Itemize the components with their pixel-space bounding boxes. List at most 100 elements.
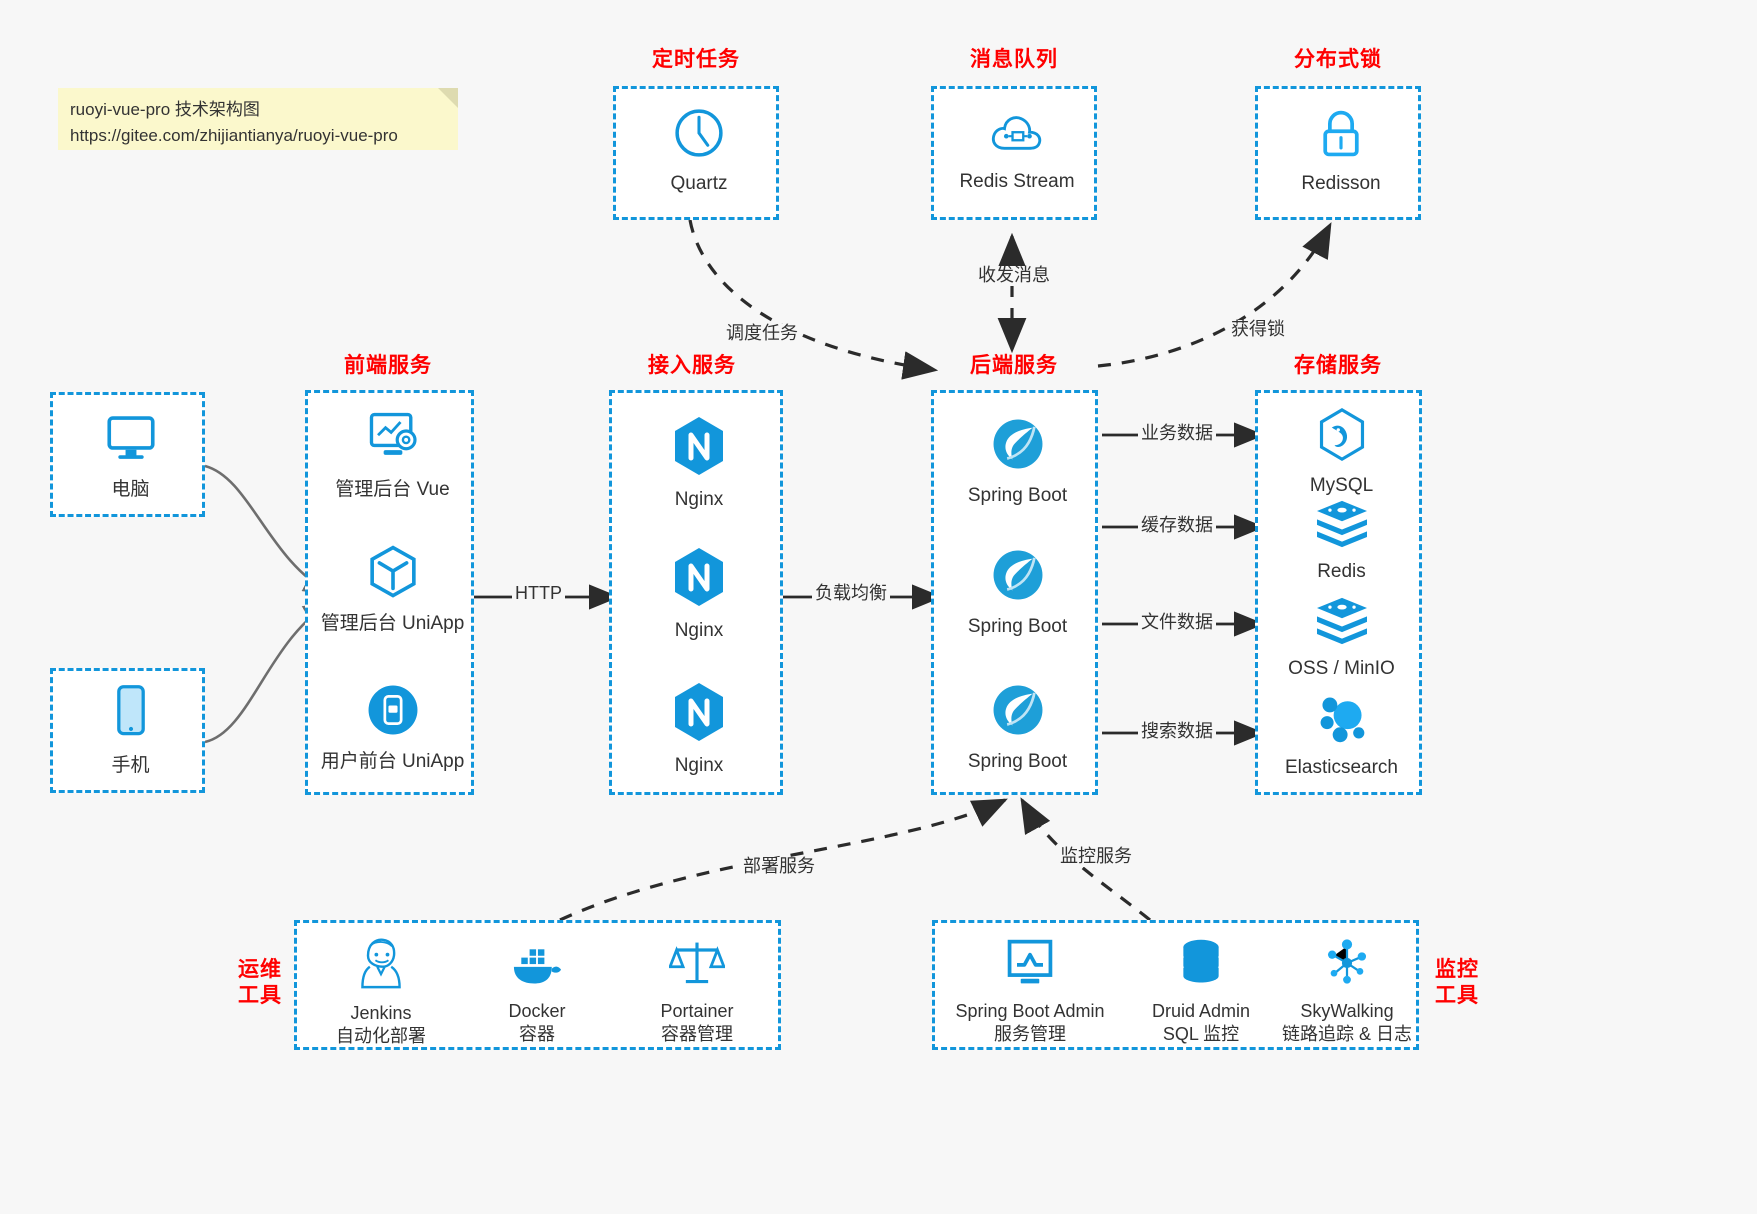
node-elasticsearch: Elasticsearch <box>1258 691 1425 780</box>
edge-label-http: HTTP <box>512 583 565 604</box>
node-admin-vue-label: 管理后台 Vue <box>335 479 450 500</box>
node-mysql-label: MySQL <box>1309 475 1374 496</box>
node-oss-minio: OSS / MinIO <box>1258 596 1425 681</box>
group-title-storage: 存储服务 <box>1294 354 1382 377</box>
nginx-icon <box>671 546 727 613</box>
cloud-stream-icon <box>988 109 1046 164</box>
database-icon <box>1175 937 1227 994</box>
spring-boot-icon <box>989 681 1047 744</box>
node-nginx-1: Nginx <box>612 415 786 512</box>
group-title-scheduler: 定时任务 <box>652 48 740 71</box>
group-title-gateway: 接入服务 <box>648 354 736 377</box>
scales-icon <box>668 937 726 994</box>
node-admin-vue: 管理后台 Vue <box>308 409 477 502</box>
node-jenkins-label: Jenkins 自动化部署 <box>336 1003 426 1047</box>
jenkins-icon <box>355 935 407 996</box>
node-mysql: MySQL <box>1258 407 1425 498</box>
node-oss-minio-label: OSS / MinIO <box>1288 658 1395 679</box>
desktop-icon <box>100 409 162 472</box>
edge-label-acquire-lock: 获得锁 <box>1228 319 1288 340</box>
nginx-icon <box>671 681 727 748</box>
monitor-box: Spring Boot Admin 服务管理 Druid Admin SQL 监… <box>932 920 1419 1050</box>
spring-boot-icon <box>989 415 1047 478</box>
edge-label-deploy-service: 部署服务 <box>740 856 818 877</box>
node-docker-label: Docker 容器 <box>508 1001 566 1045</box>
edge-label-schedule-task: 调度任务 <box>723 323 801 344</box>
node-skywalking-label: SkyWalking 链路追踪 & 日志 <box>1281 1001 1412 1045</box>
node-skywalking: SkyWalking 链路追踪 & 日志 <box>1273 937 1421 1046</box>
edge-label-send-receive-msg: 收发消息 <box>975 265 1053 286</box>
scheduler-box: Quartz <box>613 86 779 220</box>
node-portainer-label: Portainer 容器管理 <box>660 1001 734 1045</box>
group-title-frontend: 前端服务 <box>344 354 432 377</box>
node-spring-boot-2: Spring Boot <box>934 546 1101 639</box>
node-quartz-label: Quartz <box>670 173 728 194</box>
node-admin-uniapp: 管理后台 UniApp <box>308 543 477 636</box>
group-title-mq: 消息队列 <box>970 48 1058 71</box>
node-jenkins: Jenkins 自动化部署 <box>307 935 455 1048</box>
node-redis: Redis <box>1258 499 1425 584</box>
docker-icon <box>508 941 566 994</box>
node-redis-stream-label: Redis Stream <box>959 171 1075 192</box>
node-docker: Docker 容器 <box>463 941 611 1046</box>
group-title-devops: 运维 工具 <box>238 958 282 1008</box>
gateway-box: Nginx Nginx Nginx <box>609 390 783 795</box>
node-redis-label: Redis <box>1317 561 1366 582</box>
edge-label-search-data: 搜索数据 <box>1138 721 1216 742</box>
cube-icon <box>364 543 422 606</box>
group-title-monitor: 监控 工具 <box>1435 958 1479 1008</box>
node-nginx-3-label: Nginx <box>674 755 724 776</box>
node-portainer: Portainer 容器管理 <box>623 937 771 1046</box>
node-redisson: Redisson <box>1258 107 1424 196</box>
node-nginx-1-label: Nginx <box>674 489 724 510</box>
node-user-uniapp: 用户前台 UniApp <box>308 681 477 774</box>
edge-label-cache-data: 缓存数据 <box>1138 515 1216 536</box>
group-title-lock: 分布式锁 <box>1294 48 1382 71</box>
edge-label-monitor-service: 监控服务 <box>1057 846 1135 867</box>
node-desktop-label: 电脑 <box>111 479 150 500</box>
node-spring-boot-3: Spring Boot <box>934 681 1101 774</box>
group-title-backend: 后端服务 <box>970 354 1058 377</box>
spring-boot-icon <box>989 546 1047 609</box>
node-druid-admin: Druid Admin SQL 监控 <box>1127 937 1275 1046</box>
lock-box: Redisson <box>1255 86 1421 220</box>
mysql-icon <box>1315 407 1369 468</box>
skywalking-icon <box>1321 937 1373 994</box>
mq-box: Redis Stream <box>931 86 1097 220</box>
node-user-uniapp-label: 用户前台 UniApp <box>320 751 465 772</box>
node-spring-boot-admin-label: Spring Boot Admin 服务管理 <box>955 1001 1105 1045</box>
node-spring-boot-3-label: Spring Boot <box>967 751 1068 772</box>
note-fold-corner <box>438 88 458 108</box>
frontend-box: 管理后台 Vue 管理后台 UniApp 用户前台 UniApp <box>305 390 474 795</box>
edge-label-file-data: 文件数据 <box>1138 612 1216 633</box>
node-desktop: 电脑 <box>53 409 208 502</box>
client-mobile-box: 手机 <box>50 668 205 793</box>
node-mobile: 手机 <box>53 683 208 778</box>
clock-icon <box>671 105 727 166</box>
phone-app-icon <box>364 681 422 744</box>
elasticsearch-icon <box>1314 691 1370 750</box>
lock-icon <box>1315 107 1367 166</box>
node-quartz: Quartz <box>616 105 782 196</box>
monitor-chart-icon <box>1003 937 1057 994</box>
devops-box: Jenkins 自动化部署 Docker 容器 <box>294 920 781 1050</box>
storage-box: MySQL Redis <box>1255 390 1422 795</box>
node-elasticsearch-label: Elasticsearch <box>1285 757 1398 778</box>
node-spring-boot-admin: Spring Boot Admin 服务管理 <box>939 937 1121 1046</box>
node-admin-uniapp-label: 管理后台 UniApp <box>320 613 465 634</box>
node-spring-boot-1: Spring Boot <box>934 415 1101 508</box>
node-nginx-2-label: Nginx <box>674 620 724 641</box>
edge-label-business-data: 业务数据 <box>1138 423 1216 444</box>
mobile-icon <box>107 683 155 748</box>
dashboard-gear-icon <box>363 409 423 472</box>
node-druid-admin-label: Druid Admin SQL 监控 <box>1151 1001 1251 1045</box>
oss-minio-icon <box>1314 596 1370 651</box>
node-spring-boot-1-label: Spring Boot <box>967 485 1068 506</box>
edge-label-load-balance: 负载均衡 <box>812 583 890 604</box>
node-redis-stream: Redis Stream <box>934 109 1100 194</box>
note-line-1: ruoyi-vue-pro 技术架构图 <box>70 100 260 119</box>
node-nginx-3: Nginx <box>612 681 786 778</box>
client-desktop-box: 电脑 <box>50 392 205 517</box>
